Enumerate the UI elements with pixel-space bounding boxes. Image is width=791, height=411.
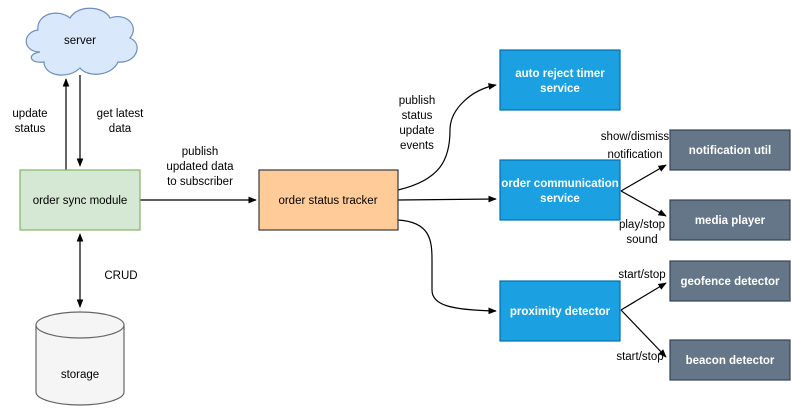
- edge-communication-to-notification: [620, 164, 667, 192]
- get-latest-data-label-line1: get latest: [97, 108, 144, 120]
- update-status-label-line1: update: [12, 108, 47, 120]
- order-sync-module-label: order sync module: [33, 195, 128, 207]
- edge-proximity-to-beacon: [620, 309, 667, 358]
- beacon-detector-node: beacon detector: [669, 339, 791, 381]
- order-communication-node: order communication service: [499, 159, 621, 221]
- edge-tracker-to-autoreject: [397, 83, 497, 191]
- beacon-detector-label: beacon detector: [686, 355, 775, 367]
- crud-label: CRUD: [104, 270, 137, 282]
- publish-subscriber-label-line1: publish: [182, 146, 218, 158]
- geofence-detector-node: geofence detector: [669, 260, 791, 302]
- order-sync-module-node: order sync module: [19, 169, 141, 231]
- auto-reject-timer-label-line2: service: [540, 83, 580, 95]
- start-stop-geofence-label: start/stop: [618, 269, 665, 281]
- update-status-label-line2: status: [15, 123, 46, 135]
- storage-node: storage: [35, 311, 125, 406]
- edge-tracker-to-proximity: [397, 219, 497, 315]
- media-player-node: media player: [669, 199, 791, 241]
- get-latest-data-label-line2: data: [109, 123, 132, 135]
- order-communication-label-line1: order communication: [501, 178, 619, 190]
- server-label: server: [64, 35, 96, 47]
- play-stop-label-line2: sound: [626, 234, 657, 246]
- auto-reject-timer-label-line1: auto reject timer: [515, 68, 605, 80]
- notification-util-label: notification util: [689, 145, 771, 157]
- publish-status-events-label-line3: update: [399, 125, 434, 137]
- play-stop-label-line1: play/stop: [619, 219, 665, 231]
- publish-status-events-label-line4: events: [400, 140, 434, 152]
- notification-util-node: notification util: [669, 129, 791, 171]
- cylinder-body: [35, 325, 125, 406]
- order-status-tracker-node: order status tracker: [258, 169, 399, 231]
- server-node: server: [25, 7, 138, 76]
- order-communication-label-line2: service: [540, 193, 580, 205]
- edge-communication-to-media: [620, 190, 667, 217]
- cloud-shape: [25, 7, 138, 76]
- order-status-tracker-label: order status tracker: [278, 195, 377, 207]
- media-player-label: media player: [695, 215, 766, 227]
- edge-tracker-to-communication: [397, 195, 497, 203]
- publish-status-events-label-line2: status: [402, 110, 433, 122]
- publish-subscriber-label-line2: updated data: [166, 161, 234, 173]
- edge-proximity-to-geofence: [620, 282, 667, 311]
- auto-reject-timer-node: auto reject timer service: [499, 49, 621, 111]
- publish-status-events-label-line1: publish: [399, 95, 435, 107]
- proximity-detector-label: proximity detector: [510, 306, 611, 318]
- storage-label: storage: [61, 369, 99, 381]
- publish-subscriber-label-line3: to subscriber: [167, 176, 233, 188]
- cylinder-top: [35, 311, 125, 339]
- geofence-detector-label: geofence detector: [680, 276, 780, 288]
- show-dismiss-label-line2: notification: [608, 149, 663, 161]
- proximity-detector-node: proximity detector: [499, 280, 621, 342]
- start-stop-beacon-label: start/stop: [616, 351, 663, 363]
- show-dismiss-label-line1: show/dismiss: [601, 131, 670, 143]
